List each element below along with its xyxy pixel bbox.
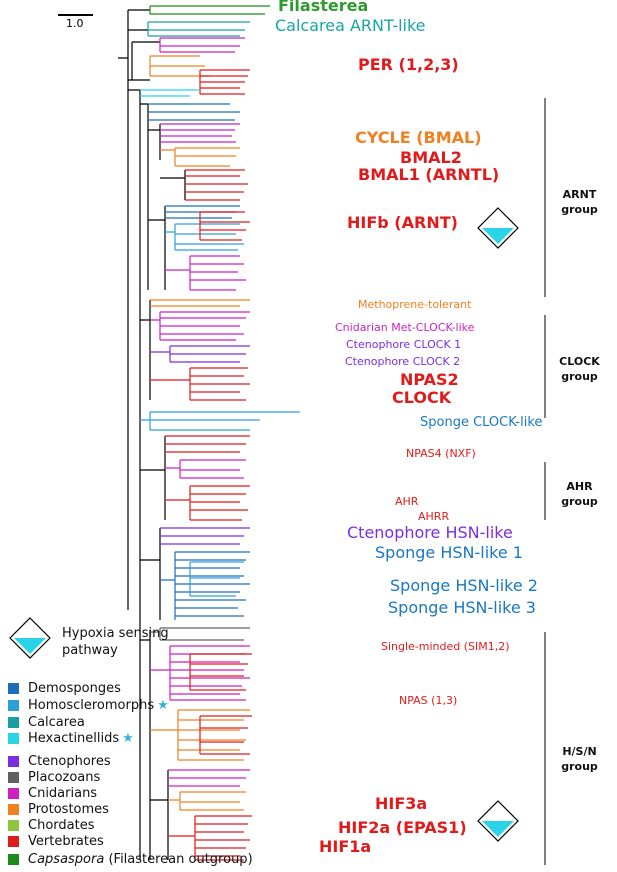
clade-label-sponge-hsn3: Sponge HSN-like 3 — [388, 598, 536, 617]
clade-label-sponge-clock: Sponge CLOCK-like — [420, 415, 543, 430]
legend-label: Protostomes — [28, 802, 109, 817]
legend-item: Vertebrates — [8, 834, 104, 849]
legend-swatch — [8, 700, 19, 711]
legend-label: Capsaspora — [28, 852, 105, 867]
scale-bar-label: 1.0 — [66, 17, 84, 30]
legend-item: Protostomes — [8, 802, 109, 817]
clade-label-bmal1: BMAL1 (ARNTL) — [358, 165, 500, 184]
legend-item: Placozoans — [8, 770, 100, 785]
legend-swatch — [8, 683, 19, 694]
star-icon: ★ — [122, 731, 134, 746]
clade-label-npas4: NPAS4 (NXF) — [406, 447, 476, 460]
legend-label: Vertebrates — [28, 834, 104, 849]
clade-label-calcarea-arnt: Calcarea ARNT-like — [275, 16, 426, 35]
legend-label: Ctenophores — [28, 754, 111, 769]
clade-label-npas2: NPAS2 — [400, 370, 459, 389]
legend-label: Chordates — [28, 818, 95, 833]
hypoxia-icon — [477, 800, 519, 842]
legend-swatch — [8, 733, 19, 744]
tree-branches — [118, 5, 300, 861]
star-icon: ★ — [157, 698, 169, 713]
clade-label-per: PER (1,2,3) — [358, 55, 459, 74]
legend-item: Cnidarians — [8, 786, 97, 801]
clade-label-sim: Single-minded (SIM1,2) — [381, 640, 510, 653]
clade-label-cteno-clock2: Ctenophore CLOCK 2 — [345, 355, 461, 368]
legend-swatch — [8, 772, 19, 783]
clade-label-sponge-hsn1: Sponge HSN-like 1 — [375, 543, 523, 562]
legend-swatch — [8, 820, 19, 831]
legend-swatch — [8, 788, 19, 799]
legend-swatch — [8, 717, 19, 728]
legend-item: Chordates — [8, 818, 94, 833]
legend-swatch — [8, 804, 19, 815]
scale-bar — [58, 14, 93, 16]
legend-item: Capsaspora (Filasterean outgroup) — [8, 852, 253, 867]
clade-label-methoprene: Methoprene-tolerant — [358, 298, 472, 311]
clade-label-sponge-hsn2: Sponge HSN-like 2 — [390, 576, 538, 595]
clade-label-cnidarian-met: Cnidarian Met-CLOCK-like — [335, 321, 475, 334]
clade-label-ahr: AHR — [395, 495, 419, 508]
legend-item: Hexactinellids★ — [8, 731, 134, 746]
clade-label-cteno-hsn: Ctenophore HSN-like — [347, 523, 513, 542]
legend-swatch — [8, 836, 19, 847]
legend-label: Placozoans — [28, 770, 101, 785]
clade-label-clock: CLOCK — [392, 388, 452, 407]
hypoxia-icon — [477, 207, 519, 249]
legend-label: Hexactinellids — [28, 731, 120, 746]
clade-label-hif3a: HIF3a — [375, 794, 428, 813]
legend-label: Cnidarians — [28, 786, 98, 801]
hypoxia-icon — [9, 617, 51, 659]
legend-label: Demosponges — [28, 681, 121, 696]
clade-label-cteno-clock1: Ctenophore CLOCK 1 — [346, 338, 462, 351]
legend-item: Ctenophores — [8, 754, 111, 769]
clade-label-npas13: NPAS (1,3) — [399, 694, 458, 707]
legend-item: Demosponges — [8, 681, 121, 696]
legend-label-suffix: (Filasterean outgroup) — [104, 852, 253, 867]
clade-label-ahrr: AHRR — [418, 510, 450, 523]
legend-item: Homoscleromorphs★ — [8, 698, 169, 713]
clade-label-hif1a: HIF1a — [319, 837, 372, 856]
clade-label-hifb: HIFb (ARNT) — [347, 213, 458, 232]
legend-swatch — [8, 854, 19, 865]
legend-label: Calcarea — [28, 715, 85, 730]
legend-label: Homoscleromorphs — [28, 698, 155, 713]
legend-item: Calcarea — [8, 715, 85, 730]
legend-swatch — [8, 756, 19, 767]
clade-label-hif2a: HIF2a (EPAS1) — [338, 818, 467, 837]
clade-label-filasterea: Filasterea — [278, 0, 369, 15]
clade-label-cycle: CYCLE (BMAL) — [355, 128, 482, 147]
clade-label-bmal2: BMAL2 — [400, 148, 462, 167]
